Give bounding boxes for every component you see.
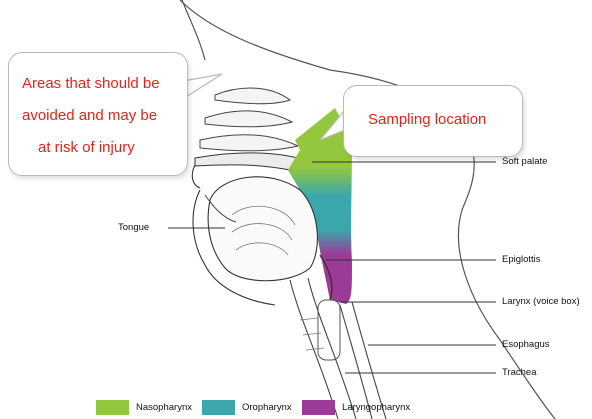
legend-swatch-nasopharynx	[96, 400, 129, 415]
tongue-body	[208, 177, 317, 281]
legend-swatch-oropharynx	[202, 400, 235, 415]
legend-label-oropharynx: Oropharynx	[242, 402, 292, 413]
forehead-outline	[182, 0, 205, 60]
legend-label-laryngopharynx: Laryngopharynx	[342, 402, 410, 413]
sampling-callout-text: Sampling location	[368, 110, 486, 130]
label-esophagus: Esophagus	[502, 339, 550, 350]
legend-label-nasopharynx: Nasopharynx	[136, 402, 192, 413]
nasal-turbinate-middle	[205, 111, 292, 127]
label-larynx: Larynx (voice box)	[502, 296, 580, 307]
avoid-callout-line-1: Areas that should be	[22, 74, 160, 94]
nasal-turbinate-lower	[200, 135, 298, 151]
label-epiglottis: Epiglottis	[502, 254, 541, 265]
larynx-cartilage	[318, 300, 340, 360]
avoid-callout-line-3: at risk of injury	[38, 138, 135, 158]
label-soft-palate: Soft palate	[502, 156, 547, 167]
nasal-turbinate-upper	[215, 88, 290, 104]
avoid-callout-line-2: avoided and may be	[22, 106, 157, 126]
upper-lip	[192, 165, 200, 188]
label-tongue: Tongue	[118, 222, 149, 233]
label-trachea: Trachea	[502, 367, 537, 378]
legend-swatch-laryngopharynx	[302, 400, 335, 415]
